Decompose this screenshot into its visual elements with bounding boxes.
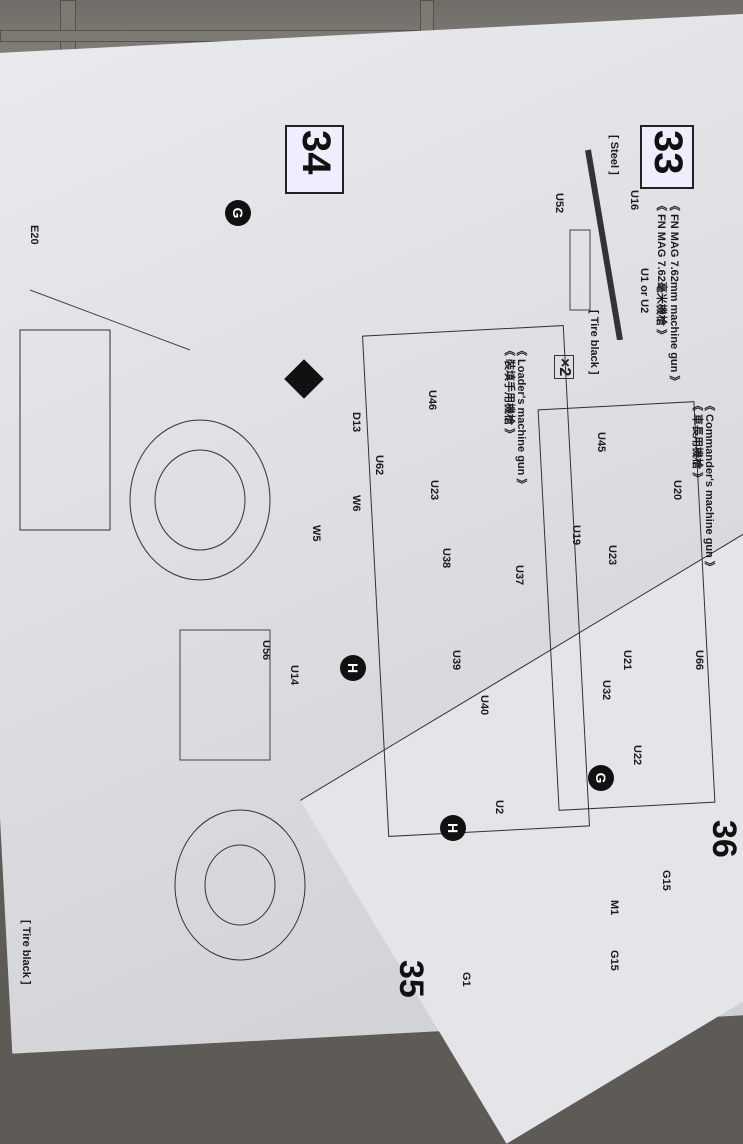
part-label: U22 bbox=[631, 745, 643, 766]
step-34-box bbox=[285, 125, 344, 194]
part-label: G15 bbox=[660, 870, 672, 891]
part-label: G1 bbox=[460, 972, 472, 987]
step-33-box bbox=[640, 125, 694, 189]
part-label: U39 bbox=[450, 650, 462, 671]
part-label: U19 bbox=[570, 525, 582, 546]
part-label: U32 bbox=[600, 680, 612, 701]
part-label: U66 bbox=[693, 650, 705, 671]
tire-black-label: [ Tire black ] bbox=[20, 920, 32, 985]
part-label: U37 bbox=[513, 565, 525, 586]
turret-top-view-drawing bbox=[174, 809, 306, 961]
marker-g: G bbox=[588, 765, 614, 791]
part-label: U62 bbox=[373, 455, 385, 476]
loader-title-cn: 《 裝填手用機槍 》 bbox=[503, 345, 515, 440]
step-number-36: 36 bbox=[705, 820, 743, 858]
part-label: U23 bbox=[428, 480, 440, 501]
part-label: U45 bbox=[595, 432, 607, 453]
step-number-34: 34 bbox=[294, 130, 338, 175]
part-label: U46 bbox=[426, 390, 438, 411]
tank-turret-drawing bbox=[19, 289, 271, 761]
commander-mg-frame bbox=[537, 401, 716, 811]
part-label: U40 bbox=[478, 695, 490, 716]
part-label: E20 bbox=[28, 225, 40, 245]
part-label: M1 bbox=[608, 900, 620, 916]
part-label: U23 bbox=[606, 545, 618, 566]
commander-title-cn: 《 車長用機槍 》 bbox=[691, 400, 703, 484]
part-label: U2 bbox=[493, 800, 505, 815]
part-label: U20 bbox=[671, 480, 683, 501]
step-number-35: 35 bbox=[392, 960, 430, 998]
part-label: U38 bbox=[440, 548, 452, 569]
marker-g: G bbox=[225, 200, 251, 226]
part-label: U21 bbox=[621, 650, 633, 671]
part-label: G15 bbox=[608, 950, 620, 971]
fn-mag-gun-drawing bbox=[569, 149, 623, 340]
marker-h: H bbox=[440, 815, 466, 841]
